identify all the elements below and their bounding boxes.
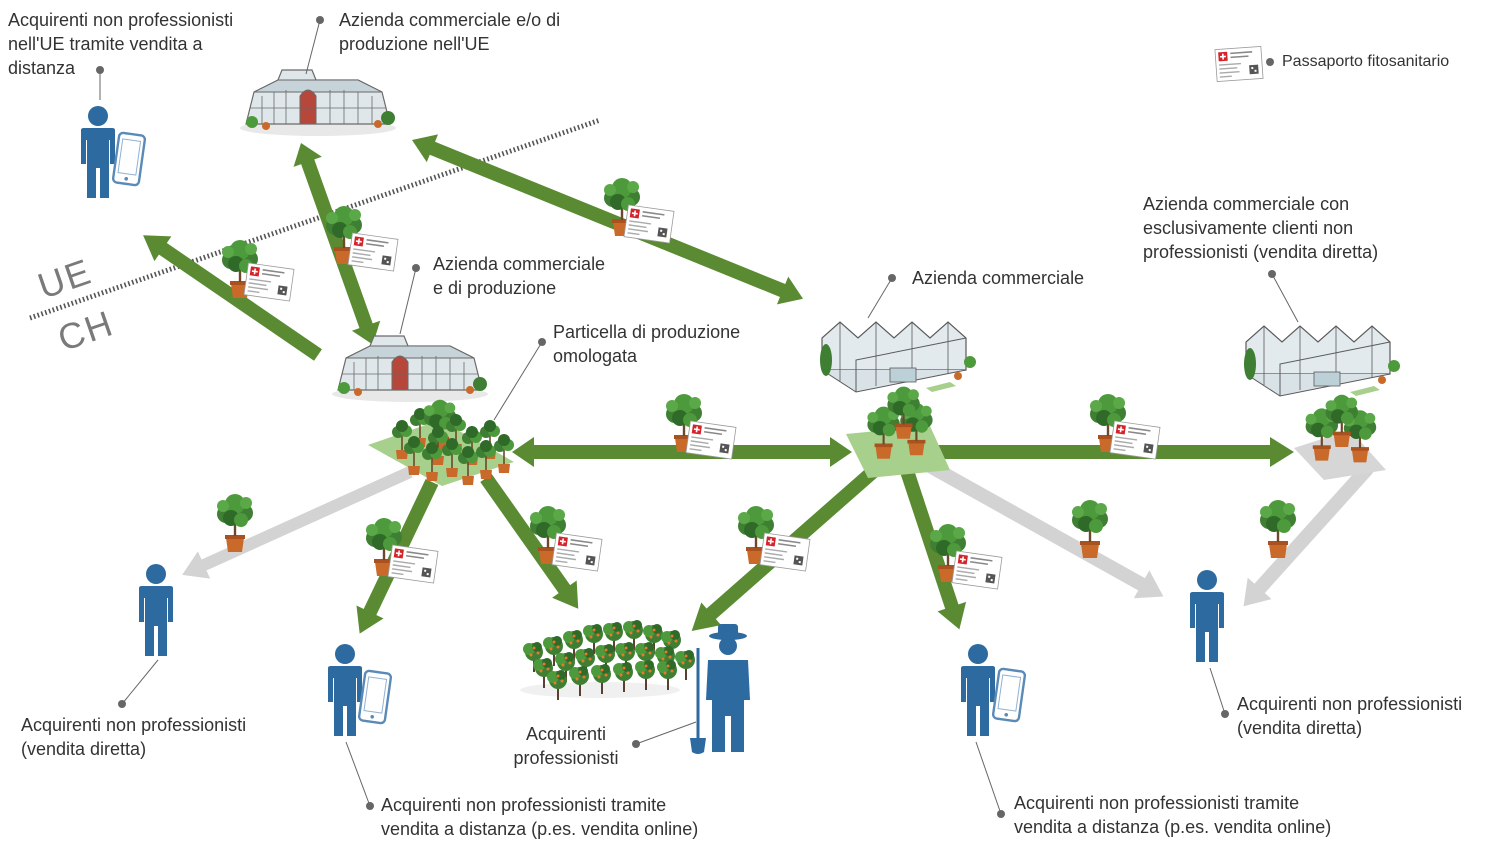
arrows-with-passport <box>143 134 1294 634</box>
arrow-retail-to-direct-buyers-right <box>1243 463 1374 607</box>
plant-passport-icon <box>951 550 1003 590</box>
arrow-ch-to-eu-remote-buyers <box>143 235 322 361</box>
label-direct-buyers-left: Acquirenti non professionisti (vendita d… <box>21 715 247 759</box>
direct-buyer-left-person-icon <box>139 564 173 656</box>
label-eu-company: Azienda commerciale e/o di produzione ne… <box>339 10 561 54</box>
label-remote-buyers-left: Acquirenti non professionisti tramite ve… <box>381 795 699 839</box>
label-remote-buyers-right: Acquirenti non professionisti tramite ve… <box>1014 793 1332 837</box>
plant-passport-icon <box>1109 420 1161 460</box>
arrow-trade-to-retail <box>930 437 1294 467</box>
plot-trees <box>392 399 514 485</box>
retail-plot <box>1294 430 1386 480</box>
arrow-plot-trade-double <box>512 437 852 467</box>
label-direct-buyers-right: Acquirenti non professionisti (vendita d… <box>1237 694 1463 738</box>
arrows-no-passport <box>182 449 1374 607</box>
eu-remote-buyer-person-icon <box>81 106 115 198</box>
arrow-eu-company-trade-double <box>412 134 803 305</box>
plant-passport-icon <box>623 204 675 244</box>
direct-buyer-right-person-icon <box>1190 570 1224 662</box>
plant-passport-icon <box>759 532 811 572</box>
arrow-plot-to-direct-buyers-left <box>182 466 413 579</box>
label-retail-company: Azienda commerciale con esclusivamente c… <box>1143 194 1379 262</box>
label-professional-buyers: Acquirenti professionisti <box>513 724 619 768</box>
remote-buyer-left-smartphone-icon <box>357 669 393 725</box>
remote-buyer-right-person-icon <box>961 644 995 736</box>
trade-plot <box>846 426 950 478</box>
trade-company-greenhouse-icon <box>819 321 977 393</box>
ch-trade-production-greenhouse-icon <box>331 335 489 403</box>
farmer-icon <box>690 624 750 754</box>
orchard-icon <box>520 620 695 700</box>
retail-company-greenhouse-icon <box>1243 325 1401 397</box>
label-ch-trade-production-company: Azienda commerciale e di produzione <box>433 254 606 298</box>
plant-passport-icon <box>551 532 603 572</box>
plant-passport-icon <box>387 544 439 584</box>
remote-buyer-right-smartphone-icon <box>991 667 1027 723</box>
legend-plant-passport: Passaporto fitosanitario <box>1282 53 1450 70</box>
plant-passport-icon <box>685 420 737 460</box>
plant-passport-icon <box>347 232 399 272</box>
label-production-plot: Particella di produzione omologata <box>553 322 741 366</box>
label-eu-remote-buyers: Acquirenti non professionisti nell'UE tr… <box>8 10 234 78</box>
label-trade-company: Azienda commerciale <box>912 268 1085 288</box>
eu-company-greenhouse-icon <box>239 69 397 137</box>
remote-buyer-left-person-icon <box>328 644 362 736</box>
plant-passport-icon <box>243 262 295 302</box>
leader-lines <box>96 16 1299 818</box>
eu-ch-border <box>29 117 601 321</box>
arrow-plot-to-professional-buyers <box>480 473 579 609</box>
legend-plant-passport-icon <box>1214 45 1264 83</box>
eu-remote-buyer-smartphone-icon <box>111 131 147 187</box>
